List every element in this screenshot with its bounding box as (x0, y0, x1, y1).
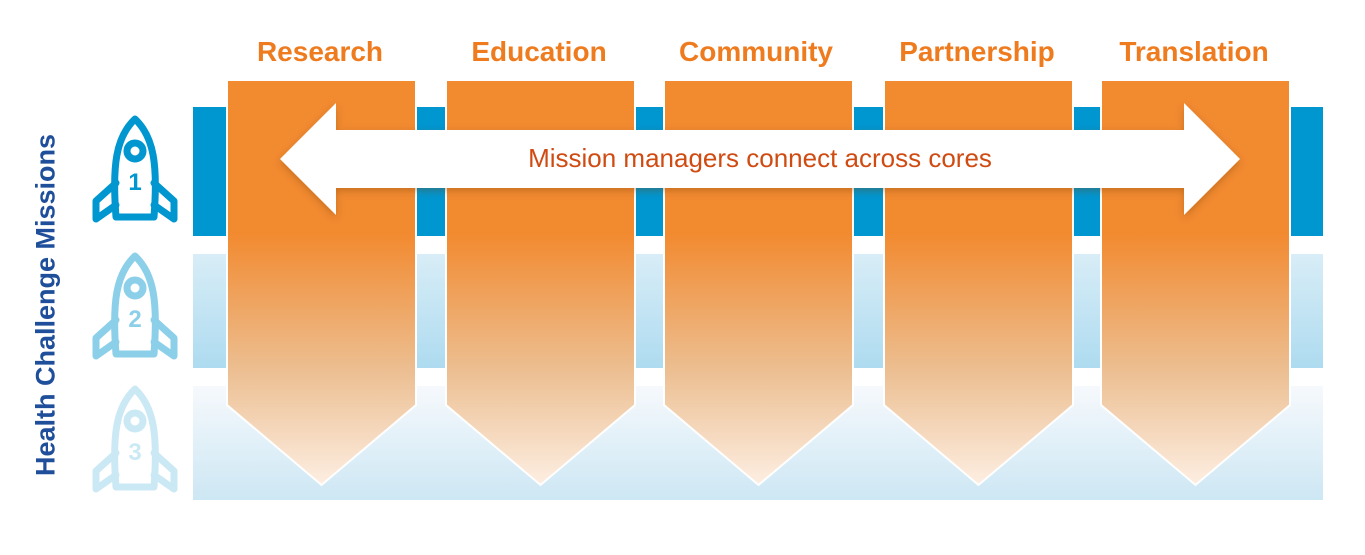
core-label-education: Education (471, 36, 607, 67)
core-label-translation: Translation (1119, 36, 1269, 67)
mission-number: 1 (128, 169, 142, 196)
mission-number: 3 (128, 439, 142, 466)
mission-number: 2 (128, 306, 142, 333)
rocket-icon (92, 385, 178, 493)
double-arrow (280, 103, 1240, 215)
mission-2-rocket: 2 (88, 250, 182, 368)
core-label-community: Community (679, 36, 833, 67)
rocket-icon (92, 252, 178, 360)
arrow-text: Mission managers connect across cores (528, 143, 992, 173)
core-label-research: Research (256, 36, 384, 67)
vertical-title: Health Challenge Missions (30, 133, 61, 477)
rocket-icon (92, 115, 178, 223)
mission-1-rocket: 1 (88, 113, 182, 231)
mission-3-rocket: 3 (88, 383, 182, 501)
core-label-partnership: Partnership (899, 36, 1055, 67)
